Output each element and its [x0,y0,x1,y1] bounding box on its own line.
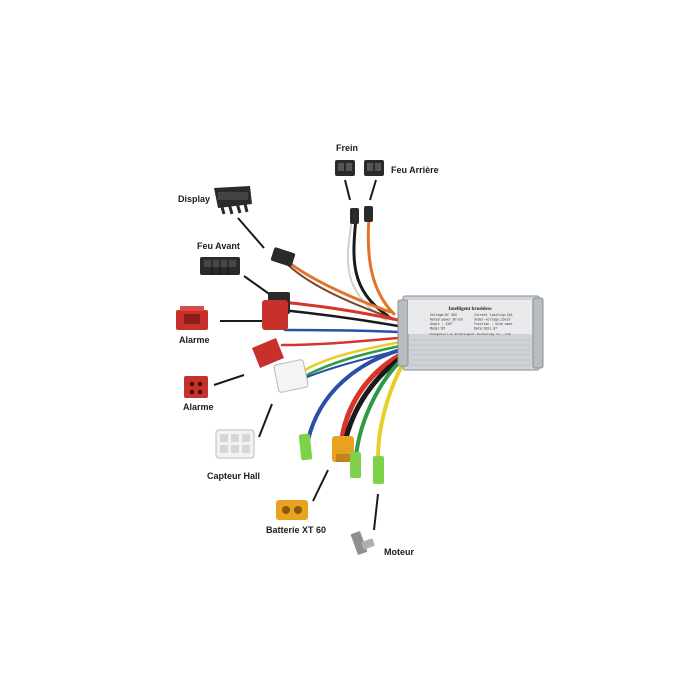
moteur-connector [350,531,375,555]
xt60-mating-plug [332,436,354,462]
wire-feu-avant [280,300,400,322]
label-moteur: Moteur [384,547,414,557]
display-mating-plug [270,247,296,267]
label-feu-avant: Feu Avant [197,241,240,251]
controller-spec-right-1: Current limiting:15A [474,313,512,317]
pointer-capteur-hall [258,403,273,438]
frein-connector [335,160,355,176]
feu-arriere-connector [364,160,384,176]
wire-display-2 [284,261,393,319]
label-display: Display [178,194,211,204]
controller-spec-right-3: Function : Sine wave [474,322,512,326]
phase-connectors [298,433,384,484]
pointer-feu-avant [243,275,273,297]
controller-maker: Changzhou Liu Intelligent technology Co.… [429,332,510,336]
pointer-frein-left [344,179,351,201]
wire-alarme-2 [280,336,400,347]
wire-bundle [280,216,410,460]
controller-spec-right-2: Under-voltage:29±1V [474,318,511,322]
feu-avant-connector [200,257,240,275]
label-alarme-2: Alarme [183,402,214,412]
pointer-lines [213,179,379,531]
wire-phase-blue [306,348,402,442]
controller-spec-right-4: Date:2021.07 [474,327,497,331]
batterie-xt60-connector [276,500,308,520]
label-feu-arriere: Feu Arrière [391,165,439,175]
controller-title: Intelligent brushless [448,307,491,312]
capteur-hall-connector [215,429,255,459]
controller-box: Intelligent brushless Voltage:DC 36V Rat… [397,295,544,371]
pointer-display [237,217,265,249]
wire-battery-black [343,353,407,441]
label-frein: Frein [336,143,359,153]
alarme-mating-plug [252,338,284,368]
display-connector [214,186,252,215]
feu-avant-mating-plug [262,292,290,330]
label-capteur-hall: Capteur Hall [207,471,261,481]
frein-mating-plug [350,206,373,224]
controller-spec-left-2: Rated power:Brush [430,318,463,322]
label-alarme-1: Alarme [179,335,210,345]
pointer-frein-right [369,179,377,201]
controller-spec-left-1: Voltage:DC 36V [430,313,457,317]
alarme-1-connector [176,306,208,330]
wire-feu-avant-2 [280,308,400,328]
label-batterie: Batterie XT 60 [266,525,327,535]
wire-battery-red [339,351,405,441]
wire-alarme [283,328,400,334]
pointer-alarme-2 [213,374,245,386]
controller-spec-left-3: Angle : 120° [430,322,453,326]
wire-hall-2 [303,344,402,378]
pointer-moteur [373,493,379,531]
pointer-batterie [312,469,329,502]
hall-mating-plug [273,359,309,393]
alarme-2-connector [184,376,208,398]
wire-hall [303,340,402,372]
controller-spec-left-4: Model:BY [430,327,445,331]
wire-feu-arriere [366,216,396,316]
